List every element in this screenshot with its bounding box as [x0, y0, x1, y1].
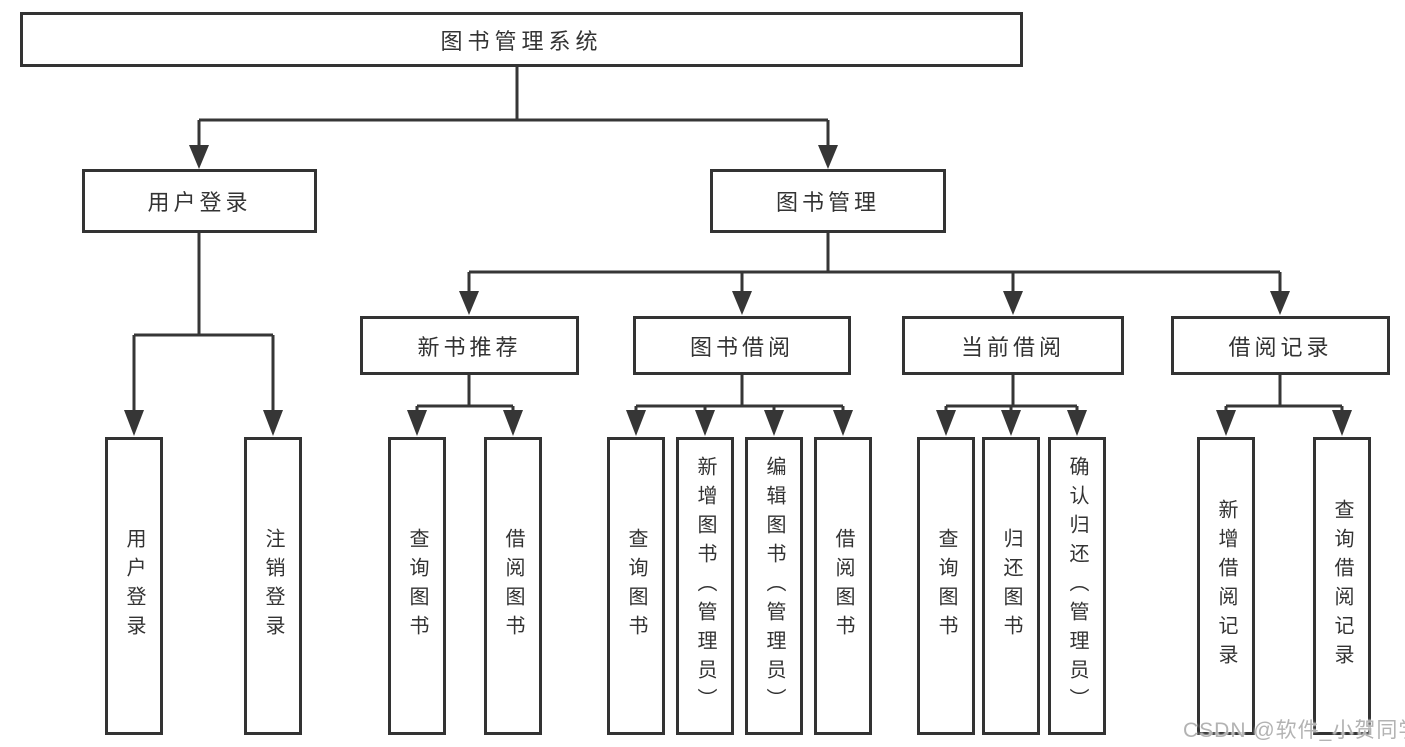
arrowhead-icon	[1270, 291, 1290, 315]
connector-root-to-level2	[189, 67, 838, 169]
leaf-add-borrow-record-label: 新增借阅记录	[1215, 499, 1237, 673]
node-user-login-branch: 用户登录	[82, 169, 317, 233]
leaf-query-books-borrow-label: 查询图书	[625, 528, 647, 644]
leaf-add-borrow-record: 新增借阅记录	[1197, 437, 1255, 735]
arrowhead-icon	[732, 291, 752, 315]
node-system-root: 图书管理系统	[20, 12, 1023, 67]
arrowhead-icon	[263, 410, 283, 436]
arrowhead-icon	[1332, 410, 1352, 436]
node-module-new-books-label: 新书推荐	[417, 334, 522, 360]
connector-book-mgmt-to-modules	[459, 233, 1290, 315]
leaf-query-books-newbooks: 查询图书	[388, 437, 446, 735]
leaf-borrow-books-newbooks-label: 借阅图书	[502, 528, 524, 644]
leaf-query-books-borrow: 查询图书	[607, 437, 665, 735]
node-module-borrow-records-label: 借阅记录	[1228, 334, 1333, 360]
arrowhead-icon	[1001, 410, 1021, 436]
leaf-query-books-current-label: 查询图书	[935, 528, 957, 644]
leaf-query-borrow-record-label: 查询借阅记录	[1331, 499, 1353, 673]
leaf-user-login: 用户登录	[105, 437, 163, 735]
connector-borrow-records-to-leaves	[1216, 375, 1352, 436]
connector-new-books-to-leaves	[407, 375, 523, 436]
leaf-borrow-books: 借阅图书	[814, 437, 872, 735]
leaf-edit-books-admin: 编辑图书（管理员）	[745, 437, 803, 735]
leaf-return-books: 归还图书	[982, 437, 1040, 735]
arrowhead-icon	[818, 145, 838, 169]
node-module-book-borrow: 图书借阅	[633, 316, 851, 375]
arrowhead-icon	[626, 410, 646, 436]
arrowhead-icon	[407, 410, 427, 436]
leaf-logout-label: 注销登录	[262, 528, 284, 644]
arrowhead-icon	[936, 410, 956, 436]
arrowhead-icon	[695, 410, 715, 436]
node-module-new-books: 新书推荐	[360, 316, 579, 375]
leaf-add-books-admin: 新增图书（管理员）	[676, 437, 734, 735]
leaf-confirm-return-admin: 确认归还（管理员）	[1048, 437, 1106, 735]
node-module-current-borrow: 当前借阅	[902, 316, 1124, 375]
arrowhead-icon	[1216, 410, 1236, 436]
node-book-mgmt-branch: 图书管理	[710, 169, 946, 233]
node-module-book-borrow-label: 图书借阅	[689, 334, 794, 360]
node-user-login-branch-label: 用户登录	[147, 190, 252, 215]
leaf-user-login-label: 用户登录	[123, 528, 145, 644]
arrowhead-icon	[1067, 410, 1087, 436]
leaf-logout: 注销登录	[244, 437, 302, 735]
arrowhead-icon	[1003, 291, 1023, 315]
arrowhead-icon	[503, 410, 523, 436]
arrowhead-icon	[764, 410, 784, 436]
node-book-mgmt-branch-label: 图书管理	[775, 190, 880, 215]
leaf-return-books-label: 归还图书	[1000, 528, 1022, 644]
connector-user-login-to-leaves	[124, 233, 283, 436]
connector-book-borrow-to-leaves	[626, 375, 853, 436]
arrowhead-icon	[124, 410, 144, 436]
leaf-query-books-current: 查询图书	[917, 437, 975, 735]
leaf-query-borrow-record: 查询借阅记录	[1313, 437, 1371, 735]
leaf-add-books-admin-label: 新增图书（管理员）	[694, 455, 716, 717]
leaf-borrow-books-label: 借阅图书	[832, 528, 854, 644]
leaf-borrow-books-newbooks: 借阅图书	[484, 437, 542, 735]
leaf-edit-books-admin-label: 编辑图书（管理员）	[763, 455, 785, 717]
node-module-current-borrow-label: 当前借阅	[960, 334, 1065, 360]
connector-current-borrow-to-leaves	[936, 375, 1087, 436]
arrowhead-icon	[189, 145, 209, 169]
arrowhead-icon	[459, 291, 479, 315]
leaf-confirm-return-admin-label: 确认归还（管理员）	[1066, 455, 1088, 717]
node-module-borrow-records: 借阅记录	[1171, 316, 1390, 375]
csdn-watermark: CSDN @软件_小贺同学	[1183, 719, 1405, 742]
arrowhead-icon	[833, 410, 853, 436]
node-system-root-label: 图书管理系统	[440, 28, 603, 54]
leaf-query-books-newbooks-label: 查询图书	[406, 528, 428, 644]
